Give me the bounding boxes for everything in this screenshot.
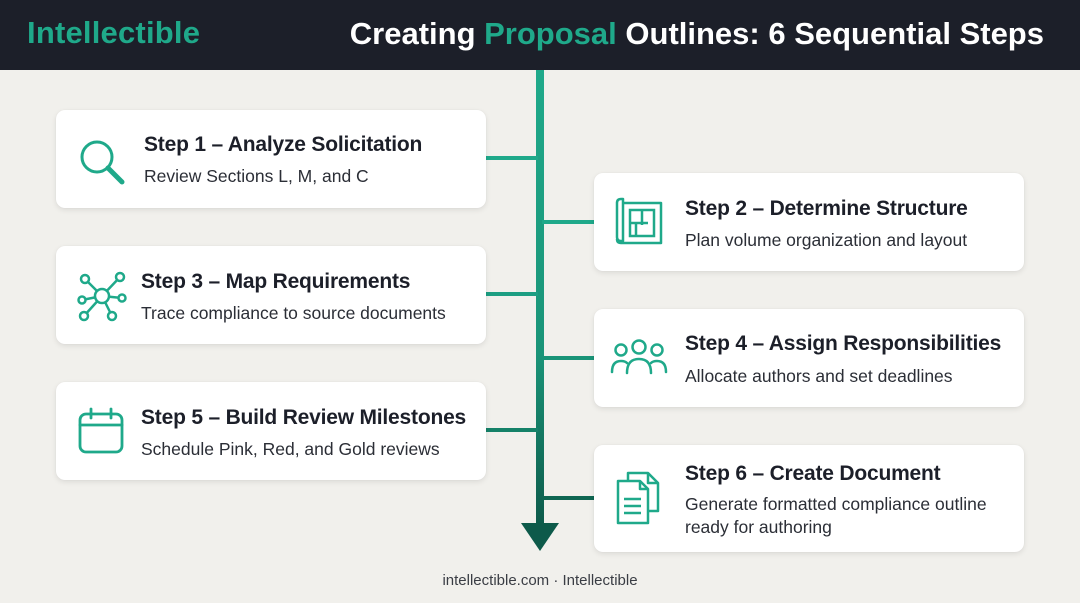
step-description: Allocate authors and set deadlines [685,366,953,386]
connector-step-1 [486,156,538,160]
step-title: Step 5 – Build Review Milestones [141,406,467,429]
step-card-1: Step 1 – Analyze Solicitation Review Sec… [56,110,486,208]
step-description: Schedule Pink, Red, and Gold reviews [141,439,440,459]
title-accent: Proposal [484,16,617,51]
title-suffix: Outlines: 6 Sequential Steps [616,16,1044,51]
step-description: Trace compliance to source documents [141,303,446,323]
footer-credit: intellectible.com · Intellectible [442,572,638,589]
step-description-line-1: Generate formatted compliance outline [685,494,987,514]
connector-step-6 [542,496,594,500]
step-description: Review Sections L, M, and C [144,166,369,186]
timeline-spine [536,70,544,526]
header-bar: Intellectible Creating Proposal Outlines… [0,0,1080,70]
document-icon [616,471,660,525]
team-icon [610,339,668,375]
connector-step-4 [542,356,594,360]
step-card-6: Step 6 – Create Document Generate format… [594,445,1024,552]
step-title: Step 6 – Create Document [685,462,941,485]
timeline-arrowhead [521,523,559,551]
step-title: Step 4 – Assign Responsibilities [685,332,1002,355]
connector-step-5 [486,428,538,432]
step-description: Plan volume organization and layout [685,230,968,250]
step-description-line-2: ready for authoring [685,517,832,537]
step-title: Step 2 – Determine Structure [685,197,968,220]
step-title: Step 3 – Map Requirements [141,270,411,293]
step-card-5: Step 5 – Build Review Milestones Schedul… [56,382,486,480]
brand-logo: Intellectible [27,15,201,50]
search-icon [80,140,125,185]
calendar-icon [78,407,124,454]
title-prefix: Creating [349,16,485,51]
network-icon [77,271,127,322]
step-card-3: Step 3 – Map Requirements Trace complian… [56,246,486,344]
connector-step-3 [486,292,538,296]
page-title: Creating Proposal Outlines: 6 Sequential… [350,16,1044,52]
step-title: Step 1 – Analyze Solicitation [144,133,423,156]
blueprint-icon [615,197,663,245]
step-card-2: Step 2 – Determine Structure Plan volume… [594,173,1024,271]
step-card-4: Step 4 – Assign Responsibilities Allocat… [594,309,1024,407]
connector-step-2 [542,220,594,224]
